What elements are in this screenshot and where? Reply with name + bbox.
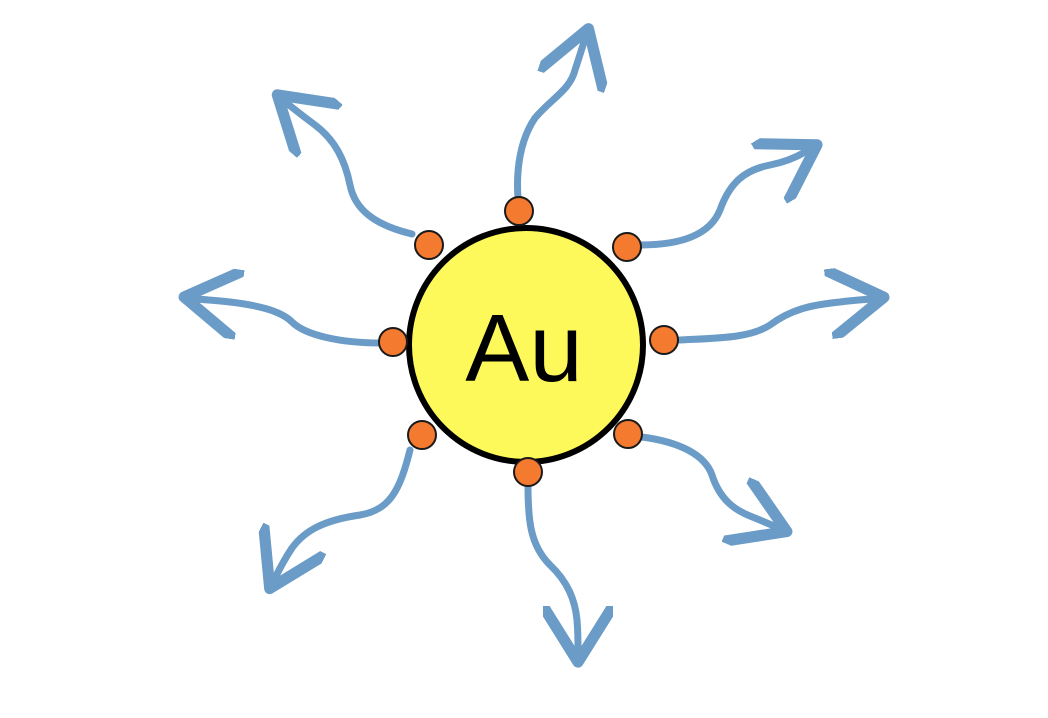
ligand-heads <box>378 196 679 487</box>
gold-core: Au <box>406 225 646 465</box>
ligand-tails <box>198 42 870 648</box>
ligand-tail-bottom-right <box>638 433 774 526</box>
ligand-tail-bottom-left <box>276 446 414 576</box>
ligand-tail-top-right <box>636 152 805 249</box>
ligand-head-top-right <box>612 232 642 262</box>
ligand-tail-right <box>676 299 870 344</box>
ligand-head-top-left <box>414 230 444 260</box>
ligand-head-bottom <box>513 457 543 487</box>
ligand-head-left <box>378 327 408 357</box>
ligand-tail-top <box>514 42 584 202</box>
ligand-tail-left <box>198 299 384 347</box>
ligand-head-bottom-left <box>407 420 437 450</box>
ligand-head-bottom-right <box>613 419 643 449</box>
ligand-tail-bottom <box>524 481 578 648</box>
ligand-tail-top-left <box>288 104 416 238</box>
ligand-head-right <box>649 325 679 355</box>
core-label: Au <box>465 295 582 402</box>
ligand-head-top <box>504 196 534 226</box>
